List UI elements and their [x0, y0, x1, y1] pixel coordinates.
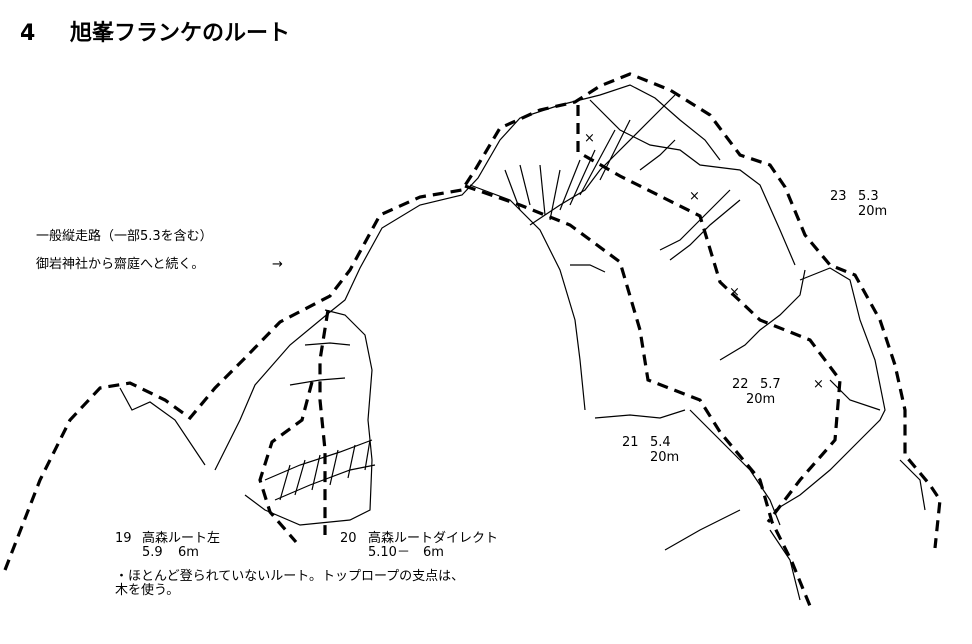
route-number: 20	[340, 531, 357, 546]
topo-title: 旭峯フランケのルート	[69, 21, 290, 46]
arrow-icon: →	[272, 257, 283, 272]
route-name: 高森ルートダイレクト	[368, 530, 498, 546]
footnote-line1: ・ほとんど登られていないルート。トップロープの支点は、	[115, 569, 464, 584]
route-23-label: 23 5.3 20m	[830, 189, 887, 219]
footnote-line2: 木を使う。	[115, 582, 179, 598]
anchor-icon: ×	[813, 377, 824, 392]
route-grade: 5.9	[142, 545, 163, 560]
anchor-markers: × × × ×	[584, 131, 824, 392]
route-number: 19	[115, 531, 132, 546]
route-length: 20m	[650, 450, 679, 465]
trail-note-line2: 御岩神社から齋庭へと続く。	[36, 256, 204, 272]
route-19-label: 19 高森ルート左 5.9 6m	[115, 530, 220, 560]
route-20-path	[258, 381, 314, 544]
rock-outlines	[119, 84, 926, 601]
route-name: 高森ルート左	[142, 530, 220, 546]
topo-number: 4	[20, 21, 35, 46]
trail-note-line1: 一般縦走路（一部5.3を含む）	[36, 228, 213, 244]
route-grade: 5.7	[760, 377, 781, 392]
anchor-icon: ×	[689, 189, 700, 204]
route-22-label: 22 5.7 20m	[732, 377, 781, 407]
route-length: 20m	[746, 392, 775, 407]
route-length: 6m	[423, 545, 444, 560]
anchor-icon: ×	[729, 285, 740, 300]
route-number: 21	[622, 435, 639, 450]
anchor-icon: ×	[584, 131, 595, 146]
route-grade: 5.10－	[368, 545, 410, 560]
route-length: 6m	[178, 545, 199, 560]
route-grade: 5.4	[650, 435, 671, 450]
route-20-label: 20 高森ルートダイレクト 5.10－ 6m	[340, 530, 498, 560]
route-22-path	[576, 105, 842, 523]
route-length: 20m	[858, 204, 887, 219]
route-number: 22	[732, 377, 749, 392]
route-21-label: 21 5.4 20m	[622, 435, 679, 465]
hiking-trail-path	[3, 72, 942, 571]
route-number: 23	[830, 189, 847, 204]
route-19-path	[318, 309, 330, 535]
route-grade: 5.3	[858, 189, 879, 204]
